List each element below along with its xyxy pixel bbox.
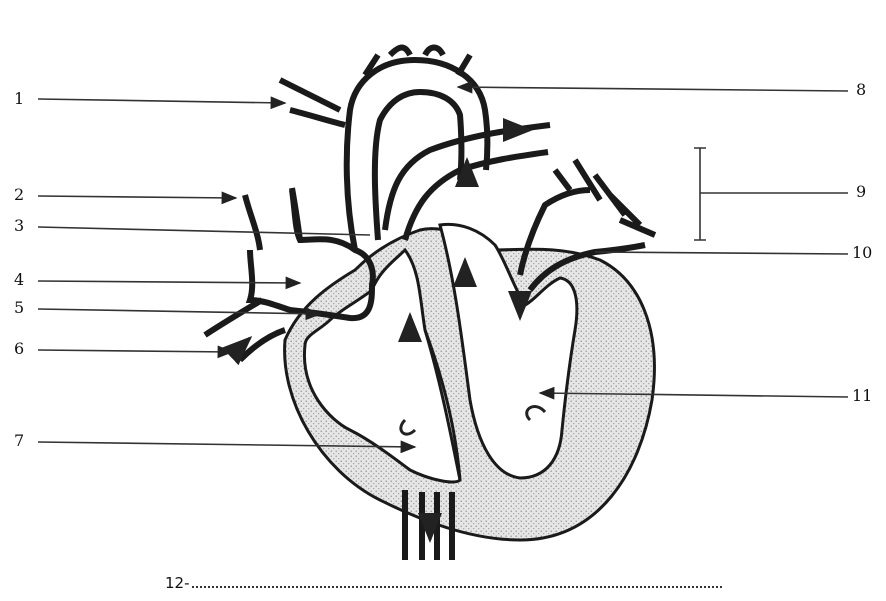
- superior-vena-cava: [245, 188, 300, 250]
- label-6: 6: [14, 339, 24, 358]
- pulmonary-artery-left: [280, 80, 345, 125]
- leader-line-1: [38, 99, 285, 103]
- leader-line-3: [38, 227, 370, 235]
- leader-line-5: [38, 309, 320, 314]
- inferior-vena-cava: [205, 300, 285, 360]
- answer-prompt: 12-: [165, 574, 190, 592]
- leader-line-10: [595, 252, 848, 254]
- label-5: 5: [14, 298, 24, 317]
- label-11: 11: [852, 386, 872, 405]
- label-8: 8: [856, 80, 866, 99]
- label-1: 1: [14, 89, 24, 108]
- leader-line-4: [38, 281, 300, 283]
- answer-dotted-line[interactable]: [192, 574, 722, 588]
- leader-line-2: [38, 196, 236, 198]
- label-4: 4: [14, 270, 24, 289]
- answer-line[interactable]: 12-: [165, 574, 722, 592]
- label-3: 3: [14, 216, 24, 235]
- pulmonary-veins: [555, 160, 655, 235]
- bracket-9: [694, 148, 706, 240]
- label-2: 2: [14, 185, 24, 204]
- leader-line-8: [458, 87, 848, 91]
- label-10: 10: [852, 243, 872, 262]
- label-9: 9: [856, 182, 866, 201]
- leader-line-6: [38, 350, 232, 352]
- label-7: 7: [14, 431, 24, 450]
